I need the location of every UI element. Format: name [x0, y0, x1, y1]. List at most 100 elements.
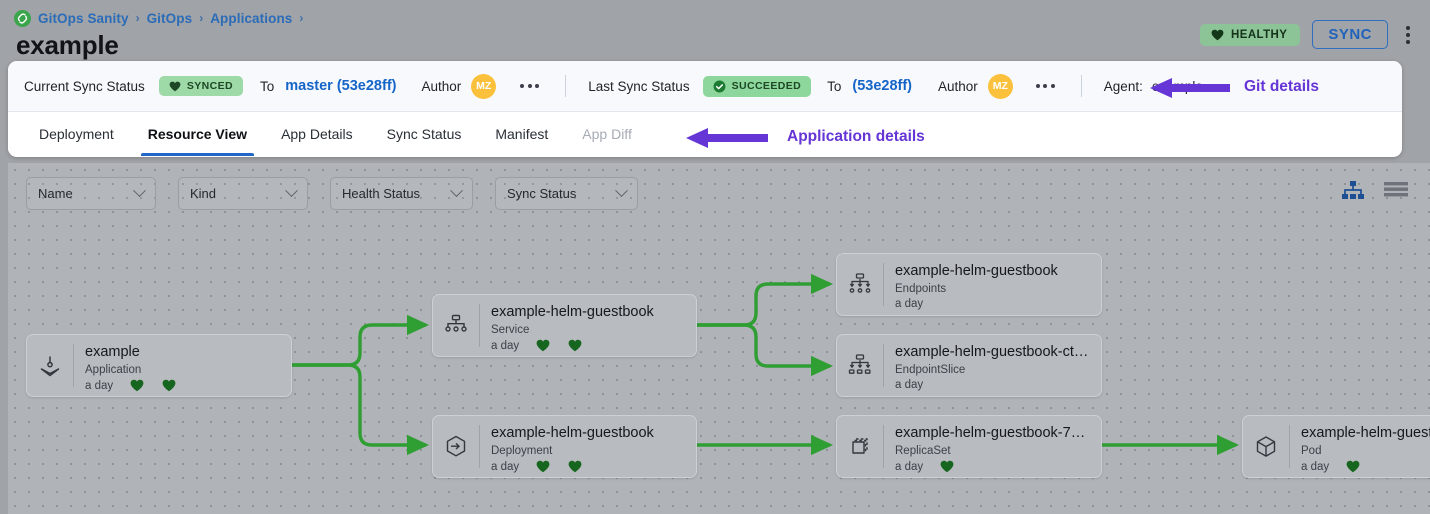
- node-kind: Pod: [1301, 445, 1322, 458]
- tab-app-details[interactable]: App Details: [281, 126, 353, 142]
- argo-application-icon: [27, 335, 73, 396]
- last-to-label: To: [827, 78, 842, 94]
- check-circle-icon: [713, 80, 726, 93]
- sync-heart-icon: [568, 339, 582, 352]
- node-kind: Application: [85, 364, 142, 377]
- graph-node-deployment[interactable]: example-helm-guestbook Deployment a day: [432, 415, 697, 478]
- endpoints-icon: [837, 254, 883, 315]
- page-actions: HEALTHY SYNC: [1200, 20, 1416, 49]
- node-kind: EndpointSlice: [895, 364, 966, 377]
- resource-graph-canvas[interactable]: Name Kind Health Status Sync Status: [8, 163, 1430, 514]
- horizontal-kebab-icon[interactable]: [516, 79, 543, 93]
- current-to-label: To: [259, 78, 275, 94]
- last-author-label: Author: [938, 78, 978, 94]
- breadcrumb: GitOps Sanity › GitOps › Applications ›: [14, 9, 303, 27]
- avatar: MZ: [471, 73, 497, 99]
- health-heart-icon: [130, 379, 144, 392]
- divider: [479, 425, 480, 468]
- node-status-icons: [536, 339, 582, 352]
- current-revision-link[interactable]: master (53e28ff): [285, 78, 397, 94]
- graph-node-service[interactable]: example-helm-guestbook Service a day: [432, 294, 697, 357]
- node-age: a day: [491, 460, 520, 473]
- sync-button[interactable]: SYNC: [1312, 20, 1388, 49]
- graph-node-endpoints[interactable]: example-helm-guestbook Endpoints a day: [836, 253, 1102, 316]
- node-status-icons: [130, 379, 176, 392]
- breadcrumb-separator: ›: [199, 11, 204, 25]
- last-sync-status-pill-label: SUCCEEDED: [731, 80, 802, 92]
- tab-app-diff: App Diff: [582, 126, 632, 142]
- filter-name-dropdown[interactable]: Name: [26, 177, 156, 210]
- filter-bar: Name Kind Health Status Sync Status: [26, 177, 638, 210]
- annotation-arrow-git-details: [1150, 78, 1230, 98]
- graph-node-replicaset[interactable]: example-helm-guestbook-74… ReplicaSet a …: [836, 415, 1102, 478]
- node-title: example-helm-guestbook: [491, 425, 654, 441]
- node-age: a day: [895, 379, 924, 392]
- node-title: example-helm-guestbook: [491, 304, 654, 320]
- status-badge-label: HEALTHY: [1231, 28, 1288, 41]
- breadcrumb-item-0[interactable]: GitOps Sanity: [38, 10, 129, 26]
- graph-edges: [292, 273, 1240, 456]
- deployment-icon: [433, 416, 479, 477]
- pod-icon: [1243, 416, 1289, 477]
- divider: [479, 304, 480, 347]
- node-kind: ReplicaSet: [895, 445, 951, 458]
- divider: [1289, 425, 1290, 468]
- agent-label: Agent:: [1103, 78, 1143, 94]
- node-title: example: [85, 344, 140, 360]
- tab-deployment[interactable]: Deployment: [39, 126, 114, 142]
- node-status-icons: [1346, 460, 1360, 473]
- graph-node-application[interactable]: example Application a day: [26, 334, 292, 397]
- divider: [883, 425, 884, 468]
- divider: [565, 75, 567, 97]
- replicaset-icon: [837, 416, 883, 477]
- health-heart-icon: [1346, 460, 1360, 473]
- graph-node-endpointslice[interactable]: example-helm-guestbook-ct… EndpointSlice…: [836, 334, 1102, 397]
- filter-health-status-label: Health Status: [342, 186, 421, 201]
- node-age: a day: [895, 460, 924, 473]
- breadcrumb-item-1[interactable]: GitOps: [146, 10, 193, 26]
- graph-node-pod[interactable]: example-helm-guest Pod a day: [1242, 415, 1430, 478]
- heart-icon: [169, 81, 181, 92]
- node-age: a day: [895, 298, 924, 311]
- node-status-icons: [940, 460, 954, 473]
- filter-sync-status-label: Sync Status: [507, 186, 577, 201]
- last-revision-link[interactable]: (53e28ff): [852, 78, 913, 94]
- sync-heart-icon: [162, 379, 176, 392]
- node-age: a day: [491, 339, 520, 352]
- tree-view-icon[interactable]: [1342, 181, 1364, 201]
- node-kind: Service: [491, 324, 530, 337]
- tab-manifest[interactable]: Manifest: [495, 126, 549, 142]
- tab-resource-view[interactable]: Resource View: [131, 112, 264, 156]
- filter-health-status-dropdown[interactable]: Health Status: [330, 177, 473, 210]
- annotation-label-application-details: Application details: [787, 128, 925, 145]
- node-title: example-helm-guest: [1301, 425, 1430, 441]
- divider: [1080, 75, 1082, 97]
- divider: [73, 344, 74, 387]
- endpointslice-icon: [837, 335, 883, 396]
- horizontal-kebab-icon[interactable]: [1032, 79, 1059, 93]
- tab-sync-status[interactable]: Sync Status: [386, 126, 462, 142]
- vertical-kebab-icon[interactable]: [1400, 22, 1416, 48]
- node-title: example-helm-guestbook-ct…: [895, 344, 1089, 360]
- filter-kind-label: Kind: [190, 186, 217, 201]
- gitops-logo-icon: [14, 9, 31, 27]
- node-age: a day: [1301, 460, 1330, 473]
- node-title: example-helm-guestbook: [895, 263, 1058, 279]
- list-view-icon[interactable]: [1384, 181, 1408, 201]
- last-sync-status-label: Last Sync Status: [588, 78, 690, 94]
- current-sync-status-label: Current Sync Status: [24, 78, 145, 94]
- filter-sync-status-dropdown[interactable]: Sync Status: [495, 177, 638, 210]
- breadcrumb-item-2[interactable]: Applications: [210, 10, 293, 26]
- node-age: a day: [85, 379, 114, 392]
- last-sync-status-pill: SUCCEEDED: [702, 75, 812, 97]
- node-status-icons: [536, 460, 582, 473]
- annotation-label-git-details: Git details: [1244, 78, 1319, 95]
- status-badge-healthy: HEALTHY: [1200, 23, 1301, 46]
- filter-name-label: Name: [38, 186, 73, 201]
- filter-kind-dropdown[interactable]: Kind: [178, 177, 308, 210]
- page-title: example: [16, 30, 119, 60]
- health-heart-icon: [536, 339, 550, 352]
- current-author-label: Author: [421, 78, 462, 94]
- health-heart-icon: [940, 460, 954, 473]
- view-toggle-group: [1342, 181, 1408, 201]
